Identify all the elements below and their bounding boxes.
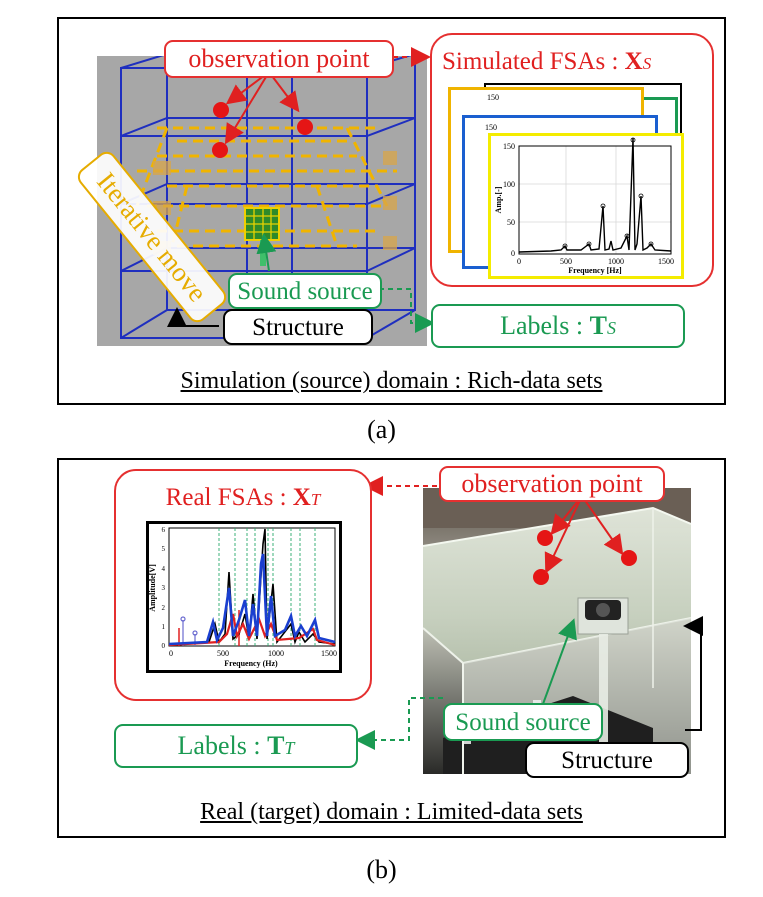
svg-text:5: 5 — [162, 545, 166, 553]
simulated-spectrum: 150 100 50 0 0 500 1000 1500 Frequency [… — [494, 137, 674, 275]
real-fsas-box: Real FSAs : XT — [114, 469, 372, 701]
structure-label-b: Structure — [525, 742, 689, 778]
caption-b: (b) — [366, 855, 397, 884]
observation-dot-b1 — [537, 530, 553, 546]
svg-text:6: 6 — [162, 526, 166, 534]
caption-a: (a) — [367, 415, 396, 444]
observation-dot-1 — [213, 102, 229, 118]
svg-text:1: 1 — [162, 623, 166, 631]
panel-a: Iterative move observation point Sound s… — [57, 17, 726, 405]
svg-text:Amp.[-]: Amp.[-] — [494, 186, 503, 213]
svg-text:0: 0 — [511, 249, 515, 258]
svg-text:4: 4 — [162, 565, 166, 573]
observation-point-label-b: observation point — [439, 466, 665, 502]
svg-text:Frequency [Hz]: Frequency [Hz] — [568, 266, 622, 275]
labels-ts-box: Labels : TS — [431, 304, 685, 348]
real-fsas-title: Real FSAs : XT — [165, 484, 321, 511]
svg-text:500: 500 — [217, 649, 229, 658]
real-spectrum: 6 5 4 3 2 1 0 0 500 1000 1500 Frequency … — [148, 526, 337, 668]
sound-source-label-a: Sound source — [228, 273, 382, 309]
panel-b-arrows — [355, 476, 703, 750]
svg-text:Frequency (Hz): Frequency (Hz) — [224, 659, 278, 668]
simulation-domain-caption: Simulation (source) domain : Rich-data s… — [180, 368, 603, 394]
observation-dot-b3 — [621, 550, 637, 566]
structure-label-a: Structure — [223, 309, 373, 345]
panel-b: observation point Sound source Structure… — [57, 458, 726, 838]
simulated-fsas-box: Simulated FSAs : XS 150 150 150 — [430, 33, 714, 287]
svg-text:500: 500 — [560, 257, 572, 266]
labels-tt-box: Labels : TT — [114, 724, 358, 768]
svg-text:2: 2 — [162, 604, 166, 612]
real-spectrum-frame: 6 5 4 3 2 1 0 0 500 1000 1500 Frequency … — [146, 521, 342, 673]
svg-text:50: 50 — [507, 218, 515, 227]
svg-text:0: 0 — [162, 642, 166, 650]
svg-text:1000: 1000 — [268, 649, 284, 658]
svg-text:1500: 1500 — [658, 257, 674, 266]
observation-dot-2 — [212, 142, 228, 158]
svg-text:150: 150 — [503, 142, 515, 151]
svg-text:0: 0 — [169, 649, 173, 658]
svg-text:Amplitude[V]: Amplitude[V] — [149, 564, 157, 612]
svg-text:3: 3 — [162, 584, 166, 592]
svg-text:0: 0 — [517, 257, 521, 266]
observation-dot-3 — [297, 119, 313, 135]
svg-text:100: 100 — [503, 180, 515, 189]
real-domain-caption: Real (target) domain : Limited-data sets — [200, 799, 583, 825]
svg-text:1000: 1000 — [608, 257, 624, 266]
stacked-chart-yellow: 150 100 50 0 0 500 1000 1500 Frequency [… — [488, 133, 684, 279]
observation-point-label-a: observation point — [164, 40, 394, 78]
sound-source-label-b: Sound source — [443, 703, 603, 741]
simulated-fsas-title: Simulated FSAs : XS — [442, 48, 652, 75]
svg-text:1500: 1500 — [321, 649, 337, 658]
panel-a-arrows — [167, 47, 435, 333]
